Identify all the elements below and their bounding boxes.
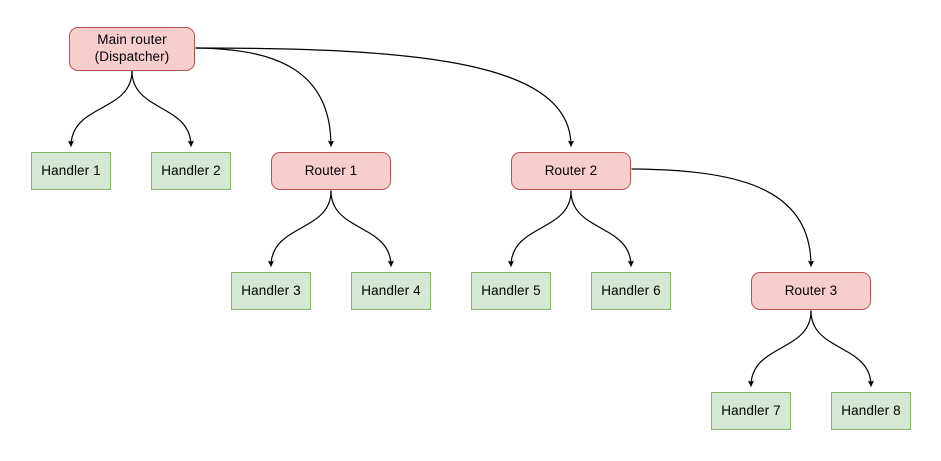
edge-router-3-to-handler-7 [747, 310, 812, 387]
node-router-2[interactable]: Router 2 [511, 152, 631, 190]
node-label-handler-1: Handler 1 [41, 162, 101, 178]
node-label-handler-2: Handler 2 [161, 162, 221, 178]
edge-router-2-to-handler-5 [507, 190, 572, 267]
node-label-main-router: Main router (Dispatcher) [94, 32, 170, 64]
node-main-router[interactable]: Main router (Dispatcher) [69, 27, 195, 71]
edge-router-2-to-handler-6 [570, 190, 635, 267]
node-handler-1[interactable]: Handler 1 [31, 152, 111, 190]
node-router-1[interactable]: Router 1 [271, 152, 391, 190]
node-handler-5[interactable]: Handler 5 [471, 272, 551, 310]
node-label-router-1: Router 1 [304, 162, 358, 178]
edge-router-3-to-handler-8 [810, 310, 875, 387]
edge-router-1-to-handler-3 [267, 190, 332, 267]
node-label-router-3: Router 3 [784, 282, 838, 298]
edge-router-1-to-handler-4 [330, 190, 395, 267]
node-handler-4[interactable]: Handler 4 [351, 272, 431, 310]
node-label-handler-4: Handler 4 [361, 282, 421, 298]
node-label-handler-3: Handler 3 [241, 282, 301, 298]
edge-main-router-to-router-2 [195, 47, 575, 147]
node-router-3[interactable]: Router 3 [751, 272, 871, 310]
node-label-router-2: Router 2 [544, 162, 598, 178]
node-handler-6[interactable]: Handler 6 [591, 272, 671, 310]
node-label-handler-5: Handler 5 [481, 282, 541, 298]
node-label-handler-6: Handler 6 [601, 282, 661, 298]
node-handler-2[interactable]: Handler 2 [151, 152, 231, 190]
edge-main-router-to-router-1 [195, 47, 335, 147]
edge-main-router-to-handler-2 [131, 70, 195, 147]
edge-main-router-to-handler-1 [67, 70, 133, 147]
node-handler-7[interactable]: Handler 7 [711, 392, 791, 430]
node-label-handler-8: Handler 8 [841, 402, 901, 418]
edge-router-2-to-router-3 [631, 168, 815, 267]
node-handler-3[interactable]: Handler 3 [231, 272, 311, 310]
node-handler-8[interactable]: Handler 8 [831, 392, 911, 430]
edge-path-group [67, 47, 875, 387]
node-label-handler-7: Handler 7 [721, 402, 781, 418]
